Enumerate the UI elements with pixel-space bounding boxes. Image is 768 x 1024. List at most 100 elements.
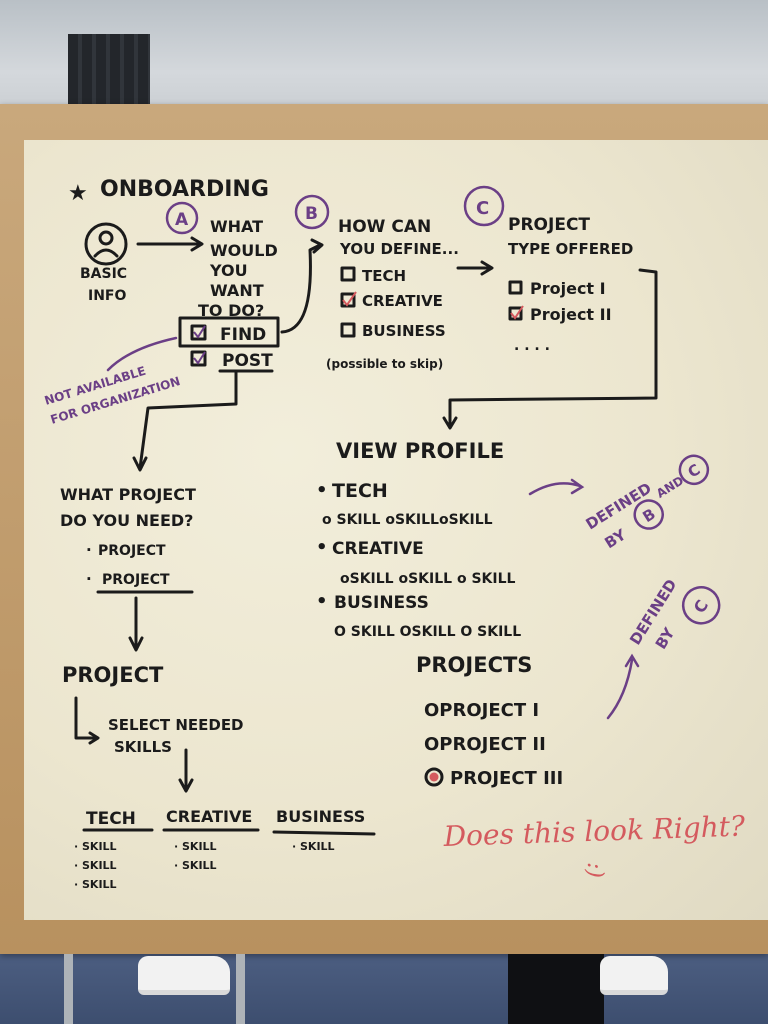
post-question-1: WHAT PROJECT <box>60 485 196 504</box>
profile-creative-label: CREATIVE <box>332 539 424 559</box>
col-tech-skill-3: SKILL <box>82 878 117 891</box>
bullet-business: • <box>316 591 328 612</box>
arrow-to-note <box>106 336 178 372</box>
post-checkbox <box>190 350 207 367</box>
svg-text:·: · <box>74 859 78 872</box>
col-creative-skill-1: SKILL <box>182 840 217 853</box>
project-3-radio-selected <box>424 767 444 787</box>
find-highlight-box <box>178 316 280 348</box>
option-find: FIND <box>220 325 266 345</box>
skip-note: (possible to skip) <box>326 357 443 371</box>
defined-c-circle-2 <box>681 586 721 625</box>
basic-info-line2: INFO <box>88 288 126 304</box>
bullet-tech: • <box>316 480 328 501</box>
business-checkbox <box>340 322 356 338</box>
c-heading-2: TYPE OFFERED <box>508 240 633 258</box>
profile-business-skills: O SKILL OSKILL O SKILL <box>334 624 521 640</box>
sneaker-right <box>600 956 668 995</box>
col-creative-title: CREATIVE <box>166 807 252 826</box>
select-skills-2: SKILLS <box>114 738 172 756</box>
a-question-3: YOU <box>209 261 248 280</box>
col-tech-skill-1: SKILL <box>82 840 117 853</box>
marker-a: A <box>175 210 189 230</box>
elbow-arrow <box>74 696 100 745</box>
marker-c-circle <box>463 185 505 227</box>
post-item-1: PROJECT <box>98 543 166 559</box>
a-question-5: TO DO? <box>198 301 264 320</box>
col-business-title: BUSINESS <box>276 807 365 826</box>
b-option-creative: CREATIVE <box>362 292 443 310</box>
basic-info-line1: BASIC <box>80 266 127 282</box>
c-option-project-1: Project I <box>530 279 606 298</box>
stand-leg-left <box>64 954 73 1024</box>
a-question-2: WOULD <box>210 241 278 260</box>
projects-title: PROJECTS <box>416 653 532 677</box>
person-legs <box>508 954 604 1024</box>
svg-text:·: · <box>174 859 178 872</box>
col-creative-skill-2: SKILL <box>182 859 217 872</box>
arrow-to-columns <box>178 748 194 793</box>
profile-project-1: OPROJECT I <box>424 700 539 721</box>
c-ellipsis: . . . . <box>514 338 550 354</box>
creative-checkbox <box>340 292 356 308</box>
profile-creative-skills: oSKILL oSKILL o SKILL <box>340 571 516 587</box>
star-icon: ★ <box>68 181 88 206</box>
arrow-to-defined-bc <box>528 478 585 496</box>
board-title: ONBOARDING <box>100 177 269 202</box>
profile-business-label: BUSINESS <box>334 593 429 613</box>
defined-c-circle-1 <box>678 454 710 486</box>
post-item-bullet-1: · <box>86 541 92 559</box>
stand-leg-right <box>236 954 245 1024</box>
b-option-tech: TECH <box>362 267 406 285</box>
sneaker-left <box>138 956 230 995</box>
defined-c-2: BY <box>652 624 679 653</box>
b-heading-1: HOW CAN <box>338 217 431 237</box>
col-tech-skill-2: SKILL <box>82 859 117 872</box>
project-1-checkbox <box>508 280 523 295</box>
profile-project-2: OPROJECT II <box>424 734 546 755</box>
defined-bc-5: C <box>685 460 704 481</box>
arrow-c-to-profile <box>442 268 658 430</box>
tech-checkbox <box>340 266 356 282</box>
arrow-to-defined-c <box>606 653 640 720</box>
defined-bc-3: B <box>639 505 658 526</box>
marker-c: C <box>476 198 489 219</box>
person-icon <box>84 222 128 266</box>
post-project-label: PROJECT <box>62 663 164 687</box>
col-tech-title: TECH <box>86 809 136 829</box>
svg-text:·: · <box>74 878 78 891</box>
svg-text:·: · <box>174 840 178 853</box>
b-option-business: BUSINESS <box>362 322 446 340</box>
defined-b-circle <box>633 499 664 530</box>
svg-text:·: · <box>74 840 78 853</box>
arrow-b-to-c <box>456 260 494 276</box>
post-item-2: PROJECT <box>102 572 170 588</box>
a-question-4: WANT <box>210 281 264 300</box>
view-profile-title: VIEW PROFILE <box>336 439 504 463</box>
arrow-find-to-b <box>280 238 324 334</box>
arrow-post-down <box>132 370 238 472</box>
select-skills-1: SELECT NEEDED <box>108 716 244 734</box>
closing-question: Does this look Right? <box>442 809 746 853</box>
option-post: POST <box>222 351 273 371</box>
profile-project-3: PROJECT III <box>450 768 563 789</box>
marker-b: B <box>305 204 318 224</box>
post-question-2: DO YOU NEED? <box>60 511 193 530</box>
marker-b-circle <box>294 194 330 230</box>
svg-text:·: · <box>292 840 296 853</box>
arrow-basic-to-a <box>136 236 204 252</box>
profile-tech-skills: o SKILL oSKILLoSKILL <box>322 512 493 528</box>
find-checkbox <box>190 324 207 341</box>
arrow-to-project <box>128 596 144 652</box>
defined-c-3: C <box>690 596 712 616</box>
profile-tech-label: TECH <box>332 480 388 502</box>
marker-a-circle <box>165 201 199 235</box>
b-heading-2: YOU DEFINE... <box>339 240 459 258</box>
col-business-skill-1: SKILL <box>300 840 335 853</box>
post-item-bullet-2: · <box>86 570 92 588</box>
c-option-project-2: Project II <box>530 305 612 324</box>
defined-bc-2: BY <box>601 525 630 552</box>
bullet-creative: • <box>316 537 328 558</box>
c-heading-1: PROJECT <box>508 215 590 235</box>
